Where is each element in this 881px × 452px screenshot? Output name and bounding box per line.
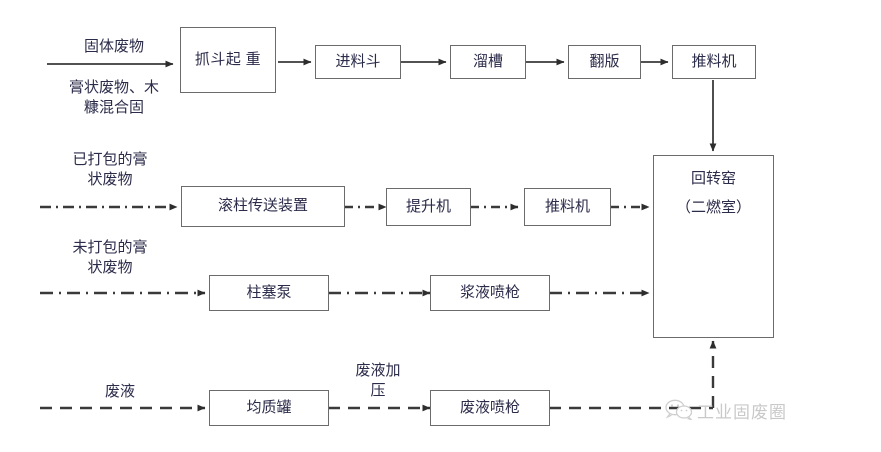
node-grab-crane[interactable]: 抓斗起 重 (180, 27, 276, 93)
node-slurry-lance[interactable]: 浆液喷枪 (430, 275, 550, 311)
node-homogenizing-tank[interactable]: 均质罐 (209, 390, 329, 426)
input-label-solid-waste: 固体废物 (83, 39, 144, 55)
node-plunger-pump[interactable]: 柱塞泵 (209, 275, 329, 311)
input-label-waste-liquid: 废液 (104, 384, 135, 400)
node-chute[interactable]: 溜槽 (450, 45, 526, 79)
node-roller-conveyor[interactable]: 滚柱传送装置 (181, 186, 345, 227)
kiln-label-line1: 回转窑 (690, 171, 736, 187)
node-rotary-kiln[interactable]: 回转窑 （二燃室） (653, 155, 774, 338)
edge-label-waste-liquid-pressurize: 废液加 压 (355, 363, 401, 400)
node-feed-hopper[interactable]: 进料斗 (315, 45, 401, 79)
input-label-paste-sawdust: 膏状废物、木 糠混合固 (68, 80, 159, 117)
node-pusher-mid[interactable]: 推料机 (524, 188, 611, 226)
kiln-label-line2: （二燃室） (675, 199, 751, 216)
watermark-text: 工业固废圈 (697, 403, 787, 422)
wechat-icon (664, 398, 694, 425)
node-elevator[interactable]: 提升机 (386, 188, 471, 226)
node-waste-liquid-lance[interactable]: 废液喷枪 (430, 390, 550, 426)
input-label-packed-paste: 已打包的膏 状废物 (72, 152, 148, 189)
node-pusher-top[interactable]: 推料机 (672, 45, 756, 79)
node-flip-plate[interactable]: 翻版 (568, 45, 641, 79)
input-label-unpacked-paste: 未打包的膏 状废物 (72, 240, 148, 277)
